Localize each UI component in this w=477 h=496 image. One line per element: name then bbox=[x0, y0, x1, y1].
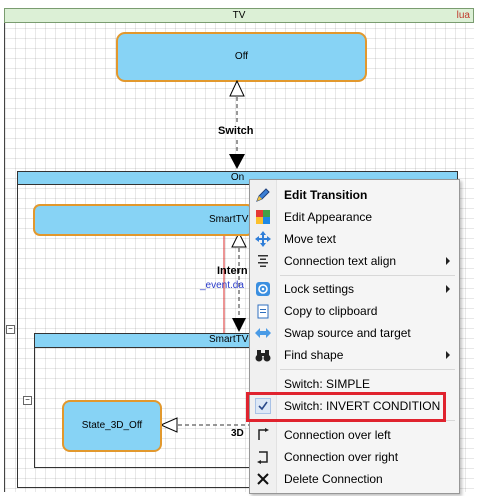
menu-item-label: Edit Appearance bbox=[284, 210, 373, 224]
menu-item-label: Find shape bbox=[284, 348, 344, 362]
menu-item-move-text[interactable]: Move text bbox=[250, 228, 459, 250]
switch-transition-label[interactable]: Switch bbox=[218, 125, 254, 137]
internal-transition-label[interactable]: Intern bbox=[217, 265, 248, 277]
menu-item-switch-simple[interactable]: Switch: SIMPLE bbox=[250, 373, 459, 395]
context-menu: Edit Transition Edit Appearance Move tex… bbox=[249, 179, 460, 494]
off-state[interactable]: Off bbox=[116, 32, 367, 82]
menu-item-label: Swap source and target bbox=[284, 326, 411, 340]
smarttv-container-title: SmartTV bbox=[209, 334, 249, 345]
route-right-icon bbox=[255, 449, 271, 465]
menu-item-edit-appearance[interactable]: Edit Appearance bbox=[250, 206, 459, 228]
delete-x-icon bbox=[255, 471, 271, 487]
collapse-toggle[interactable]: − bbox=[23, 396, 32, 405]
off-state-label: Off bbox=[234, 51, 249, 62]
pen-icon bbox=[255, 187, 271, 203]
checkmark-icon bbox=[255, 398, 271, 414]
menu-item-label: Edit Transition bbox=[284, 188, 368, 202]
menu-item-find-shape[interactable]: Find shape bbox=[250, 344, 459, 366]
menu-item-label: Delete Connection bbox=[284, 472, 383, 486]
event-condition-label[interactable]: _event.da bbox=[200, 280, 244, 291]
menu-item-copy-to-clipboard[interactable]: Copy to clipboard bbox=[250, 300, 459, 322]
menu-item-label: Move text bbox=[284, 232, 337, 246]
smarttv-state[interactable]: SmartTV bbox=[33, 204, 254, 236]
menu-item-label: Switch: INVERT CONDITION bbox=[284, 399, 441, 413]
highlight-annotation bbox=[246, 392, 446, 422]
swap-icon bbox=[255, 325, 271, 341]
menu-item-label: Lock settings bbox=[284, 282, 355, 296]
hollow-arrowhead-up-inner bbox=[231, 231, 247, 248]
collapse-toggle[interactable]: − bbox=[6, 325, 15, 334]
submenu-arrow-icon bbox=[446, 285, 450, 293]
menu-separator bbox=[280, 369, 455, 370]
on-state-title: On bbox=[230, 172, 245, 183]
menu-item-label: Switch: SIMPLE bbox=[284, 377, 371, 391]
state-3d-off[interactable]: State_3D_Off bbox=[62, 400, 162, 452]
smarttv-state-label: SmartTV bbox=[209, 214, 249, 225]
menu-separator bbox=[280, 275, 455, 276]
menu-item-connection-over-right[interactable]: Connection over right bbox=[250, 446, 459, 468]
move-arrows-icon bbox=[255, 231, 271, 247]
menu-item-delete-connection[interactable]: Delete Connection bbox=[250, 468, 459, 490]
tv-state-header[interactable]: TV lua bbox=[4, 8, 474, 23]
state-3d-off-label: State_3D_Off bbox=[81, 420, 143, 431]
3d-transition-label[interactable]: 3D bbox=[231, 428, 244, 439]
palette-icon bbox=[255, 209, 271, 225]
menu-item-label: Connection over right bbox=[284, 450, 399, 464]
menu-item-lock-settings[interactable]: Lock settings bbox=[250, 278, 459, 300]
submenu-arrow-icon bbox=[446, 351, 450, 359]
menu-item-connection-text-align[interactable]: Connection text align bbox=[250, 250, 459, 272]
submenu-arrow-icon bbox=[446, 257, 450, 265]
menu-item-switch-invert-condition[interactable]: Switch: INVERT CONDITION bbox=[250, 395, 459, 417]
menu-item-label: Connection text align bbox=[284, 254, 397, 268]
lua-tag: lua bbox=[456, 10, 470, 21]
hollow-arrowhead-left bbox=[159, 417, 178, 433]
tv-state-title: TV bbox=[232, 10, 246, 21]
menu-item-label: Copy to clipboard bbox=[284, 304, 378, 318]
menu-item-label: Connection over left bbox=[284, 428, 391, 442]
route-left-icon bbox=[255, 427, 271, 443]
menu-item-edit-transition[interactable]: Edit Transition bbox=[250, 184, 459, 206]
lock-settings-icon bbox=[255, 281, 271, 297]
filled-arrowhead-down-inner bbox=[232, 318, 246, 332]
menu-item-connection-over-left[interactable]: Connection over left bbox=[250, 424, 459, 446]
binoculars-icon bbox=[255, 347, 271, 363]
align-icon bbox=[255, 253, 271, 269]
smarttv-container-header[interactable]: SmartTV bbox=[34, 333, 254, 348]
clipboard-icon bbox=[255, 303, 271, 319]
menu-item-swap-source-target[interactable]: Swap source and target bbox=[250, 322, 459, 344]
hollow-arrowhead-up bbox=[229, 79, 245, 97]
filled-arrowhead-down bbox=[229, 154, 245, 169]
